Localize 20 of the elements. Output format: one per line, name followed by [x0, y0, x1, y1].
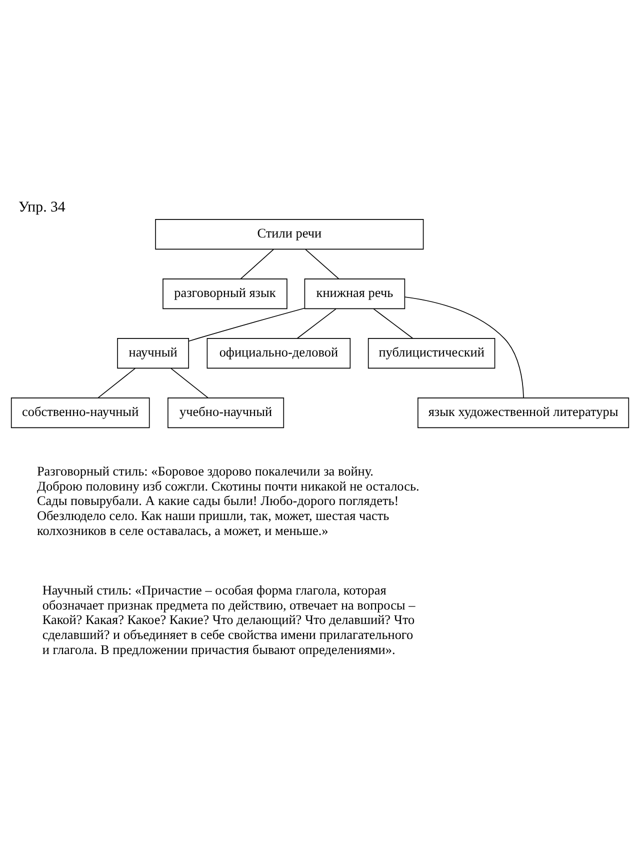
connector	[373, 308, 414, 339]
node-box: книжная речь	[304, 278, 406, 310]
connector	[98, 368, 136, 398]
connector	[188, 308, 305, 342]
node-box: публицистический	[368, 338, 496, 369]
node-box: официально-деловой	[206, 338, 351, 369]
node-box: учебно-научный	[168, 398, 284, 428]
node-box: Стили речи	[155, 219, 424, 250]
label: Разговорный стиль: «Боровое здорово покалечили за войну. Доброю половину изб сожгли. Скотины почти никакой не осталось. Сады повырубали. А какие сады были! Любо-дорого поглядеть! Обезлюдело село. Как наши пришли, так, может, шестая часть колхозников в селе оставалась, а может, и меньше.»	[36, 463, 420, 538]
node-box: язык художественной литературы	[418, 398, 630, 428]
connector	[170, 368, 208, 398]
connector	[404, 296, 524, 398]
connector	[240, 249, 274, 280]
node-box: научный	[117, 338, 190, 369]
diagram-title: Упр. 34	[18, 200, 66, 216]
node-box: разговорный язык	[162, 278, 288, 310]
connector	[305, 249, 340, 280]
label: Научный стиль: «Причастие – особая форма глагола, которая обозначает признак предмета по действию, отвечает на вопросы – Какой? Какая? Какое? Какие? Что делающий? Что делавший? Что сделавший? и объединяет в себе свойства имени прилагательного и глагола. В предложении причастия бывают определениями».	[42, 582, 416, 657]
connector	[296, 308, 336, 339]
node-box: собственно-научный	[10, 398, 150, 428]
